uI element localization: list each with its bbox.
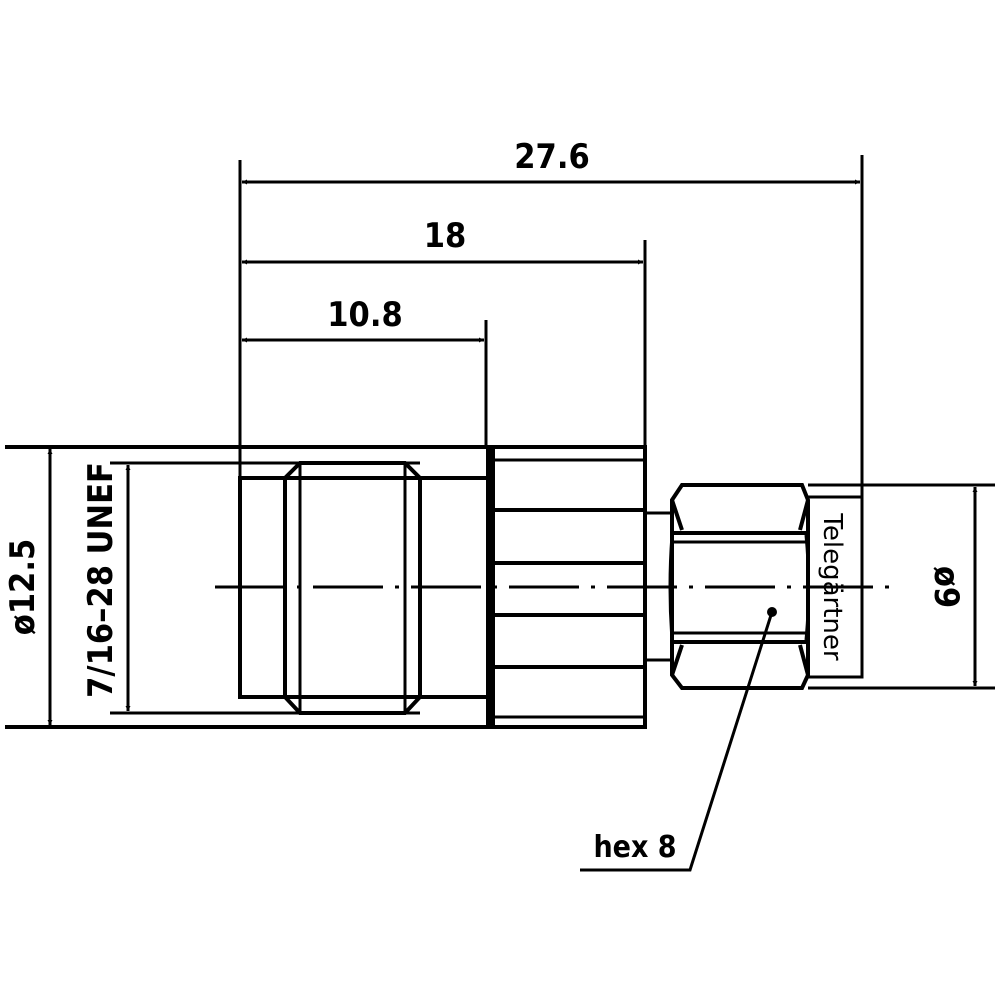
dimension-thread: 7/16–28 UNEF <box>81 462 131 711</box>
thread-label: 7/16–28 UNEF <box>81 462 121 698</box>
dimension-label: ø9 <box>926 566 966 608</box>
dimension-18: 18 <box>242 216 643 265</box>
dimension-label: 10.8 <box>327 295 402 335</box>
coupling-nut <box>486 445 647 729</box>
hex-leader: hex 8 <box>580 607 777 872</box>
dimension-diameter-9: ø9 <box>926 487 978 686</box>
dimension-diameter-12-5: ø12.5 <box>3 449 53 725</box>
hex-body <box>668 483 810 690</box>
dimension-label: ø12.5 <box>3 539 43 636</box>
dimension-label: 27.6 <box>514 137 589 177</box>
dimension-label: 18 <box>424 216 467 256</box>
dimension-10-8: 10.8 <box>242 295 484 343</box>
neck <box>645 511 672 662</box>
hex-label: hex 8 <box>593 830 676 865</box>
dimension-27-6: 27.6 <box>242 137 860 185</box>
